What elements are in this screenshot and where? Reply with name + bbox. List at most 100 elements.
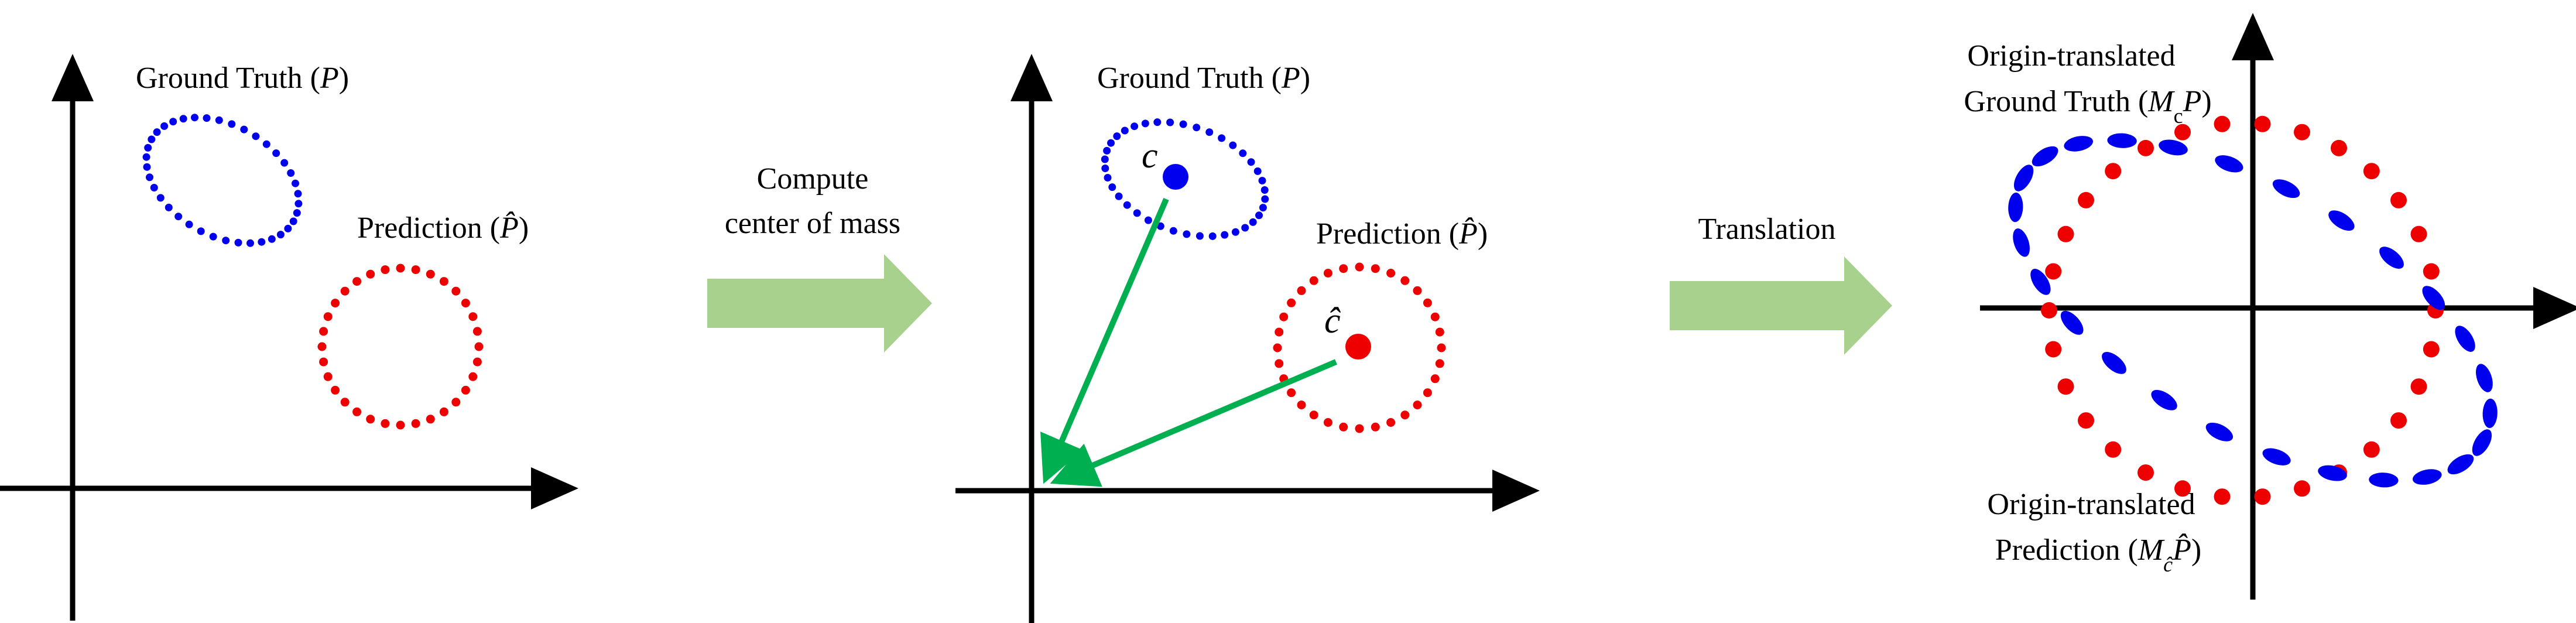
panel3-gt-label-line2: Ground Truth (McP) [1964,85,2211,128]
gt-contour-dot [1144,216,1152,224]
gt-contour-dot [1121,126,1129,135]
gt-contour-dot [1156,222,1164,230]
translated-gt-contour-dot [2102,352,2126,374]
gt-contour-dot [215,116,223,124]
pred-contour-dot [1371,264,1380,273]
gt-contour-dot [179,115,187,123]
step2-label: Translation [1698,213,1836,246]
pred-contour-dot [472,327,482,336]
translated-pred-contour-dot [2363,163,2380,180]
gt-center-point [1163,164,1188,190]
translated-gt-contour-dot [2262,448,2291,465]
gt-contour-dot [150,184,158,191]
gt-contour-dot [1107,139,1115,147]
pred-contour-dot [1287,298,1296,307]
gt-contour-dot [1239,149,1247,158]
panel1-prediction-label: Prediction (P̂) [357,211,529,245]
translated-gt-contour-dot [2107,133,2137,148]
translated-gt-contour-dot [2008,192,2023,222]
panel3-translated-ground-truth-contour [2008,133,2498,488]
translated-pred-contour-dot [2363,441,2380,458]
pred-contour-dot [461,299,470,308]
gt-contour-dot [1169,227,1177,235]
translated-pred-contour-dot [2045,341,2062,358]
translated-pred-contour-dot [2423,341,2440,358]
panel1-prediction-contour [317,263,484,430]
gt-contour-dot [1261,195,1269,203]
translated-gt-contour-dot [2205,422,2234,441]
gt-contour-dot [1241,224,1249,232]
step1-label-line1: Compute [757,162,869,196]
pred-contour-dot [381,265,390,275]
pred-contour-dot [1355,262,1364,272]
gt-contour-dot [1260,186,1269,194]
gt-contour-dot [165,203,173,211]
gt-contour-dot [1229,141,1237,149]
translated-gt-contour-dot [2455,326,2475,352]
pred-contour-dot [1435,327,1444,337]
translated-gt-contour-dot [2476,364,2493,392]
pred-center-point [1345,334,1371,360]
translated-pred-contour-dot [2137,139,2154,156]
translated-gt-contour-dot [2482,398,2498,429]
gt-contour-dot [276,231,285,239]
pred-contour-dot [468,312,478,321]
gt-contour-dot [268,235,276,243]
translated-gt-contour-dot [2318,465,2347,481]
translated-pred-contour-dot [2105,441,2122,458]
gt-contour-dot [1115,192,1123,200]
gt-contour-dot [148,135,156,143]
pred-contour-dot [1339,264,1348,273]
gt-contour-dot [1101,155,1109,163]
pred-contour-dot [439,407,448,416]
gt-contour-dot [280,159,289,167]
gt-contour-dot [284,224,292,232]
translated-gt-contour-dot [2472,429,2492,456]
translated-gt-contour-dot [2030,269,2051,295]
pred-contour-dot [426,415,435,424]
translated-gt-contour-dot [2159,139,2188,156]
translated-pred-contour-dot [2254,115,2271,132]
pred-contour-dot [1309,276,1318,285]
translated-pred-contour-dot [2390,412,2407,429]
pred-contour-dot [411,265,420,275]
gt-contour-dot [1208,232,1217,240]
gt-contour-dot [228,120,236,128]
step-translation: Translation [1670,213,1892,355]
pred-contour-dot [323,312,333,321]
gt-contour-dot [294,190,302,198]
translated-gt-contour-dot [2369,473,2399,488]
pred-contour-dot [1323,418,1332,427]
translated-gt-contour-dot [2064,136,2094,152]
pred-contour-dot [319,357,328,367]
gt-contour-dot [197,227,205,235]
pred-contour-dot [472,357,482,367]
gt-contour-dot [293,209,301,217]
translated-gt-contour-dot [2215,155,2243,173]
pred-contour-dot [1371,422,1380,432]
pred-contour-dot [426,269,435,279]
pred-contour-dot [1386,269,1396,278]
panel2-ground-truth-label: Ground Truth (P) [1097,61,1310,95]
gt-contour-dot [1131,122,1139,131]
panel3-translated-prediction-contour [2041,115,2444,505]
translated-gt-contour-dot [2422,286,2445,310]
pred-contour-dot [1309,410,1318,420]
translated-pred-contour-dot [2214,488,2231,505]
gt-contour-dot [1123,201,1131,209]
translated-pred-contour-dot [2390,191,2407,208]
gt-contour-dot [191,114,198,122]
pred-contour-dot [396,420,405,430]
pred-contour-dot [451,398,461,407]
pred-contour-dot [1423,388,1432,398]
translated-pred-contour-dot [2041,302,2057,319]
pred-contour-dot [352,277,362,286]
gt-contour-dot [1247,158,1255,166]
pred-contour-dot [1275,327,1284,337]
gt-contour-dot [142,153,150,161]
gt-contour-dot [203,114,211,122]
pred-contour-dot [366,415,375,424]
gt-contour-dot [1258,177,1266,184]
pred-contour-dot [381,419,390,428]
